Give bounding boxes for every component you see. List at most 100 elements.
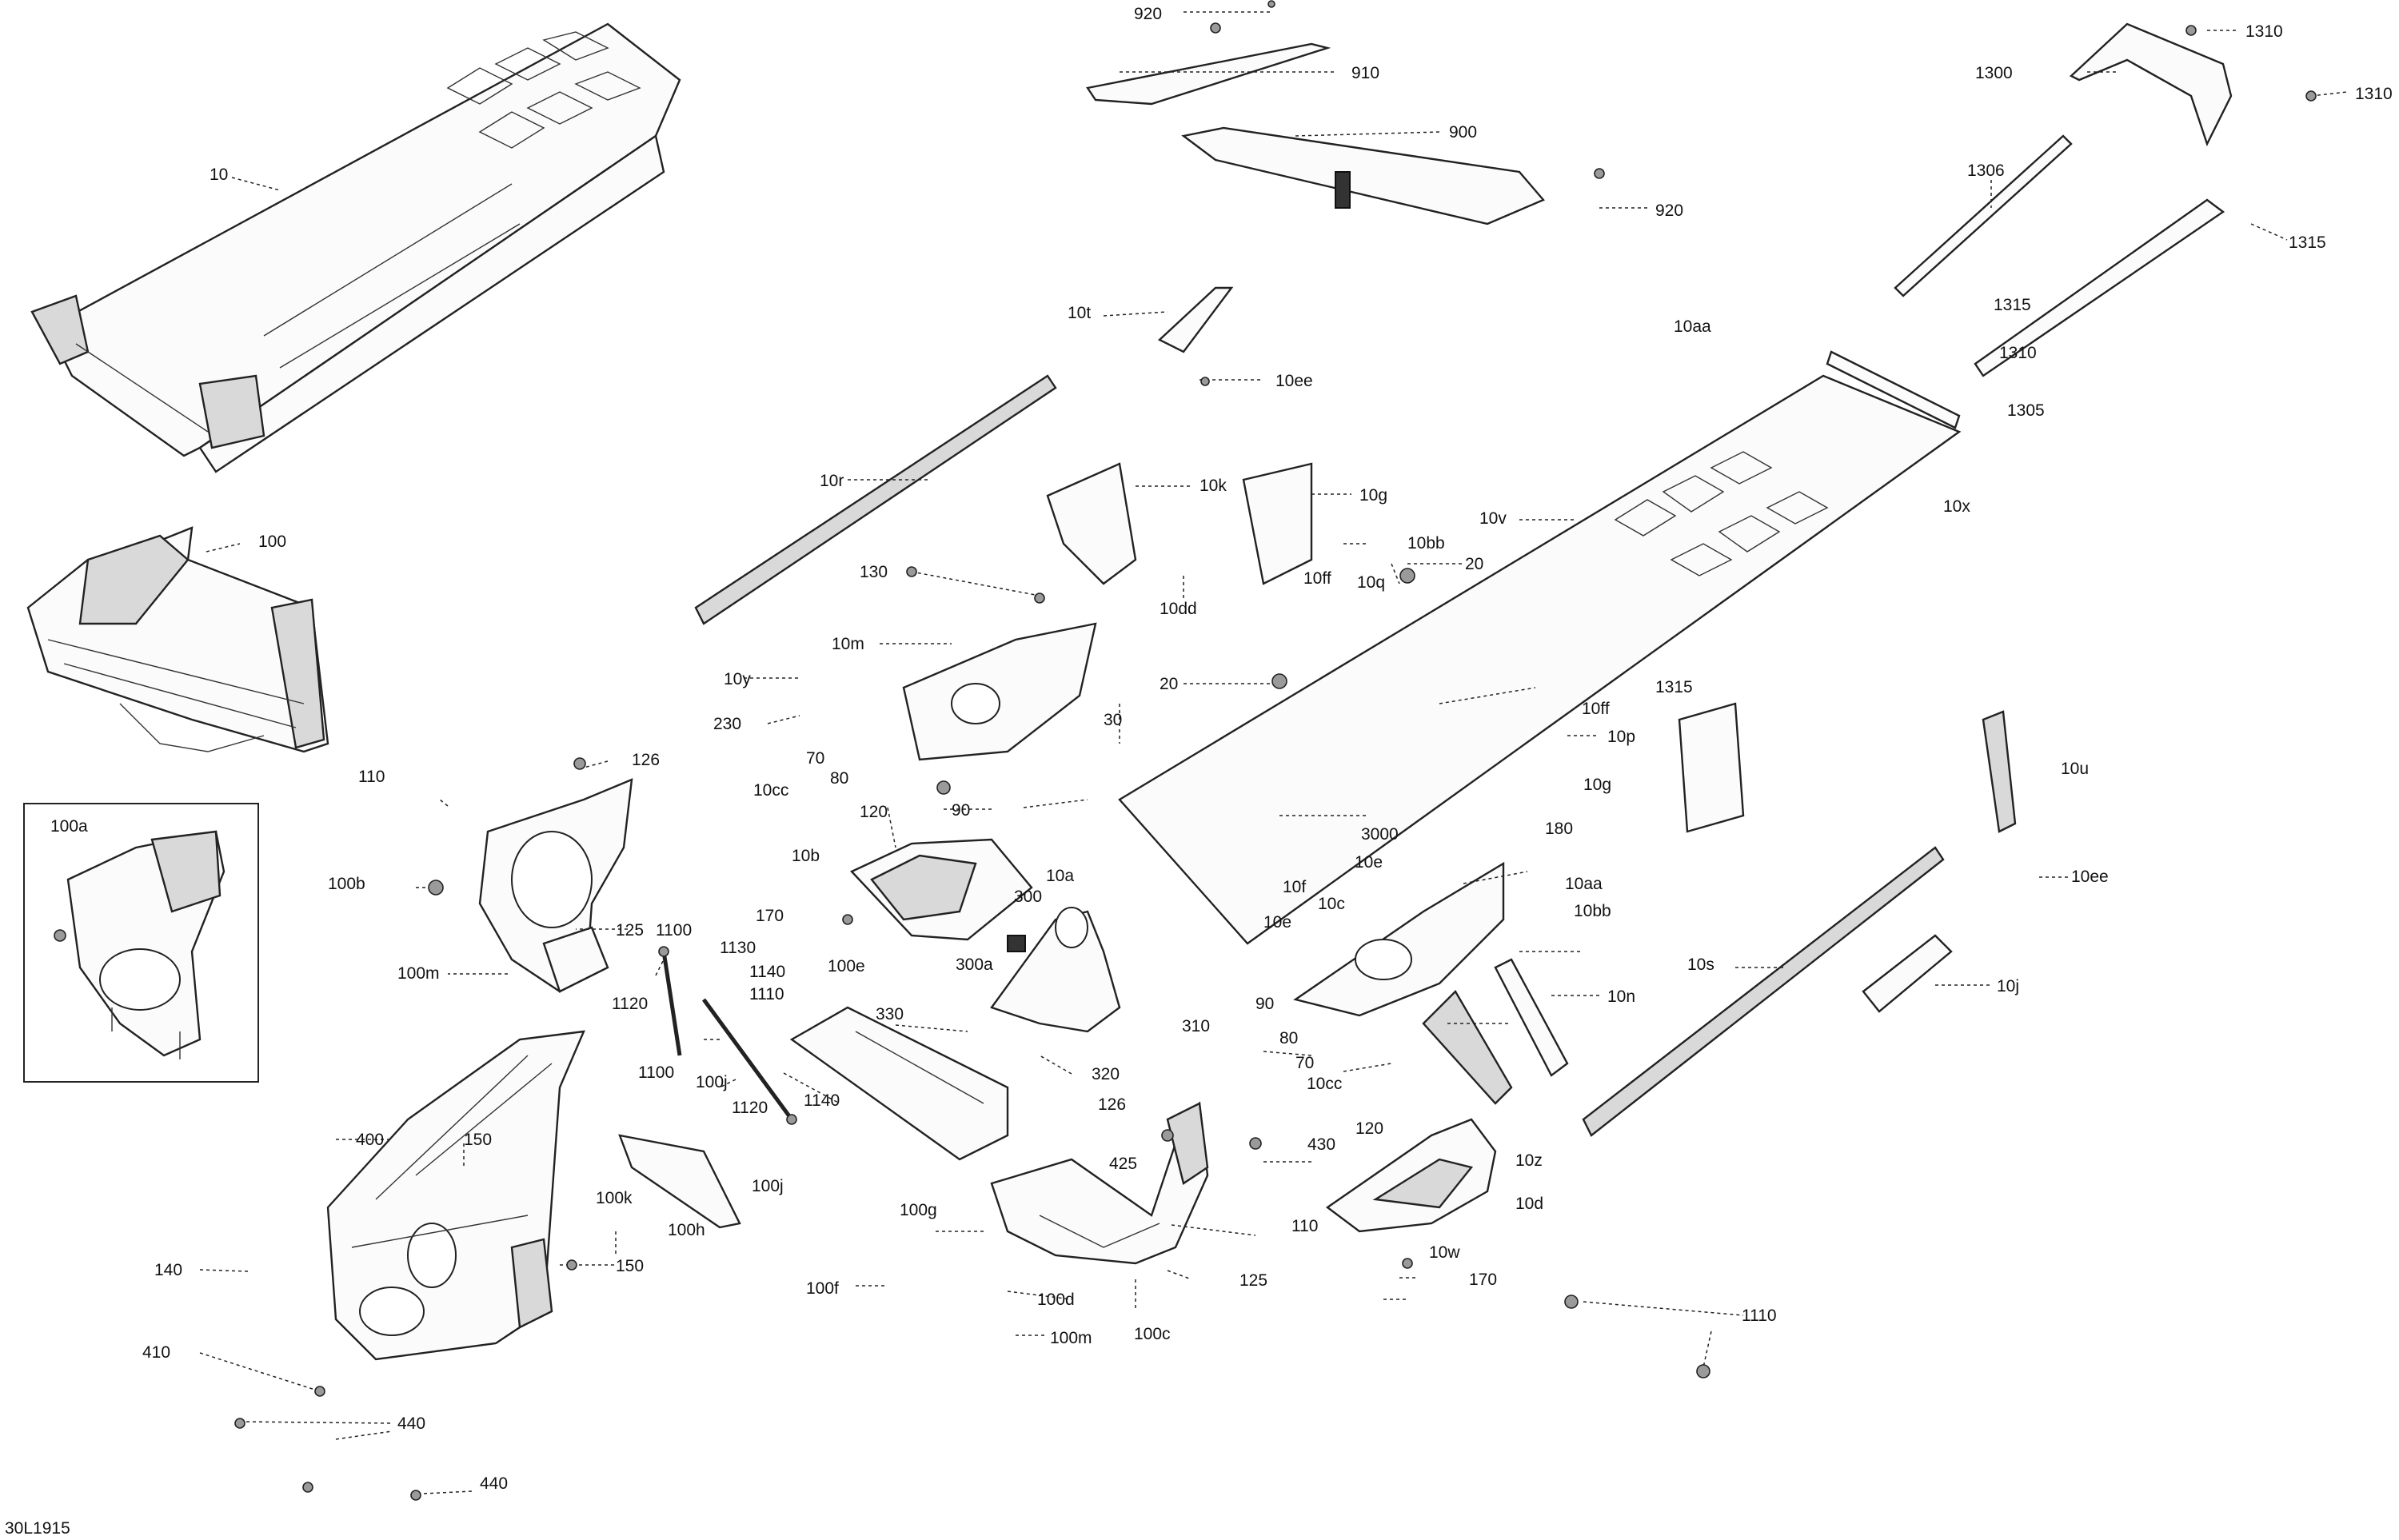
callout-910: 910 [1351, 64, 1379, 82]
callout-150-b: 150 [616, 1257, 644, 1275]
callout-125-bottom: 125 [1239, 1271, 1267, 1290]
callout-410: 410 [142, 1343, 170, 1362]
callout-170-left: 170 [756, 907, 784, 925]
callout-10aa-top: 10aa [1674, 317, 1711, 336]
callout-100b: 100b [328, 875, 365, 893]
callout-1315-b: 1315 [1994, 296, 2031, 314]
callout-120-left: 120 [860, 803, 888, 821]
callout-10ee-right: 10ee [2071, 868, 2109, 886]
callout-10s: 10s [1687, 956, 1714, 974]
callout-1110-left: 1110 [749, 985, 784, 1003]
plate-100h [618, 1134, 741, 1229]
callout-100: 100 [258, 533, 286, 551]
callout-labels: 10 100 100a 920 910 900 920 1300 1310 13… [5, 5, 2393, 1538]
callout-330: 330 [876, 1005, 904, 1023]
callout-10ff-mid: 10ff [1582, 700, 1610, 718]
lower-frame-100g [990, 1101, 1209, 1265]
callout-1315-a: 1315 [2289, 233, 2326, 252]
callout-10cc-mid: 10cc [1307, 1075, 1342, 1093]
rail-910 [1086, 42, 1331, 106]
callout-1130: 1130 [720, 939, 756, 957]
callout-1310-a: 1310 [2245, 22, 2283, 41]
callout-440-b: 440 [480, 1474, 508, 1493]
callout-1315-c: 1315 [1655, 678, 1693, 696]
callout-120-right: 120 [1355, 1119, 1383, 1138]
callout-425: 425 [1109, 1155, 1137, 1173]
callout-10aa-mid: 10aa [1565, 875, 1603, 893]
callout-10n: 10n [1607, 987, 1635, 1006]
callout-400: 400 [356, 1131, 384, 1149]
callout-920-top: 920 [1134, 5, 1162, 23]
callout-10b: 10b [792, 847, 820, 865]
callout-10z: 10z [1515, 1151, 1543, 1170]
callout-1300: 1300 [1975, 64, 2013, 82]
callout-10m: 10m [832, 635, 864, 653]
callout-1140-b: 1140 [804, 1091, 840, 1110]
bracket-10d [1325, 1118, 1497, 1233]
tunnel-top-10v [1118, 374, 1962, 945]
callout-1305: 1305 [2007, 401, 2045, 420]
bracket-126 [478, 778, 633, 993]
callout-10cc-left: 10cc [753, 781, 788, 800]
callout-70-right: 70 [1295, 1054, 1314, 1072]
callout-10r: 10r [820, 472, 844, 490]
strut-1100 [658, 946, 797, 1125]
callout-10w: 10w [1429, 1243, 1460, 1262]
callout-230: 230 [713, 715, 741, 733]
callout-300: 300 [1014, 888, 1042, 906]
gusset-10z [1422, 990, 1513, 1105]
callout-1100-a: 1100 [656, 921, 692, 940]
side-panel-10m [902, 622, 1097, 761]
callout-100f: 100f [806, 1279, 839, 1298]
support-300 [990, 907, 1121, 1033]
callout-110-right: 110 [1291, 1217, 1318, 1235]
callout-100d: 100d [1037, 1291, 1075, 1309]
callout-10v: 10v [1479, 509, 1507, 528]
callout-920-mid: 920 [1655, 201, 1683, 220]
callout-10p: 10p [1607, 728, 1635, 746]
callout-300a: 300a [956, 956, 993, 974]
callout-10bb-top: 10bb [1407, 534, 1445, 553]
callout-10bb-mid: 10bb [1574, 902, 1611, 920]
callout-20-top: 20 [1465, 555, 1483, 573]
bracket-10t [1157, 286, 1234, 353]
callout-130: 130 [860, 563, 888, 581]
callout-100j-b: 100j [752, 1177, 784, 1195]
callout-10e-a: 10e [1355, 853, 1383, 872]
callout-90-right: 90 [1255, 995, 1274, 1013]
front-frame-100 [26, 526, 329, 753]
callout-170-right: 170 [1469, 1271, 1497, 1289]
callout-100a: 100a [50, 817, 88, 836]
callout-70-left: 70 [806, 749, 824, 768]
callout-126-top: 126 [632, 751, 660, 769]
callout-80-left: 80 [830, 769, 848, 788]
plate-10g-top [1242, 462, 1313, 585]
callout-110-left: 110 [358, 768, 385, 786]
callout-1100-b: 1100 [638, 1063, 674, 1082]
callout-10e-b: 10e [1263, 913, 1291, 932]
callout-10g-mid: 10g [1583, 776, 1611, 794]
callout-10ff-top: 10ff [1303, 569, 1331, 588]
strip-10x [1826, 350, 1961, 429]
rail-10s [1582, 846, 1945, 1137]
callout-10q: 10q [1357, 573, 1385, 592]
bracket-10u [1982, 710, 2017, 833]
callout-10y: 10y [724, 670, 751, 688]
callout-430: 430 [1307, 1135, 1335, 1154]
plate-100e [789, 1006, 1009, 1161]
callout-320: 320 [1092, 1065, 1120, 1083]
callout-100g: 100g [900, 1201, 937, 1219]
skid-1300 [2069, 22, 2233, 147]
plate-10g-mid [1678, 702, 1745, 833]
leader-lines [199, 11, 2348, 1494]
bracket-10k [1046, 462, 1137, 585]
callout-10ee-top: 10ee [1275, 372, 1313, 390]
callout-100m-left: 100m [397, 964, 440, 983]
callout-1140-a: 1140 [749, 963, 785, 981]
callout-900: 900 [1449, 123, 1477, 142]
hardware-fasteners [234, 0, 2317, 1501]
callout-125-left: 125 [616, 921, 644, 940]
callout-10u: 10u [2061, 760, 2089, 778]
callout-1110-right: 1110 [1742, 1307, 1777, 1325]
callout-150-a: 150 [464, 1131, 492, 1149]
